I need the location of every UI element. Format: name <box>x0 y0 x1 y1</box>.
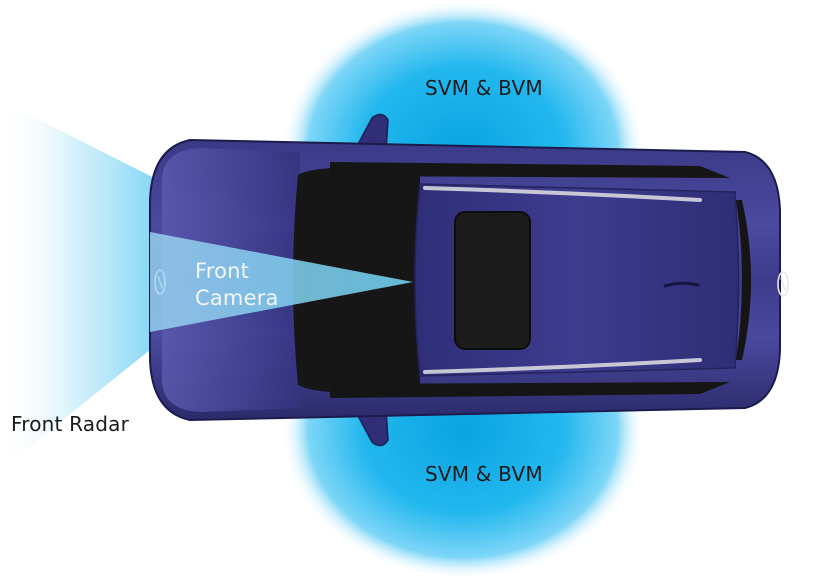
hyundai-logo-icon <box>777 271 789 297</box>
front-radar-label: Front Radar <box>11 412 130 436</box>
front-radar-beam <box>0 100 178 470</box>
rear-window <box>736 200 751 360</box>
mirror-top <box>354 113 389 151</box>
front-camera-label-line1: Front <box>195 259 250 283</box>
svm-bvm-label-top: SVM & BVM <box>425 76 543 100</box>
svm-bvm-label-bottom: SVM & BVM <box>425 462 543 486</box>
side-window-top <box>330 162 730 178</box>
front-camera-beam <box>150 232 413 332</box>
front-camera-label-line2: Camera <box>195 286 279 310</box>
roof-antenna <box>663 281 700 288</box>
roof-rail-bottom <box>423 358 702 374</box>
sunroof <box>454 211 531 350</box>
front-camera-label: Front Camera <box>195 258 279 312</box>
side-window-bottom <box>330 382 730 398</box>
mirror-bottom <box>354 409 389 447</box>
roof-rail-top <box>423 186 702 202</box>
